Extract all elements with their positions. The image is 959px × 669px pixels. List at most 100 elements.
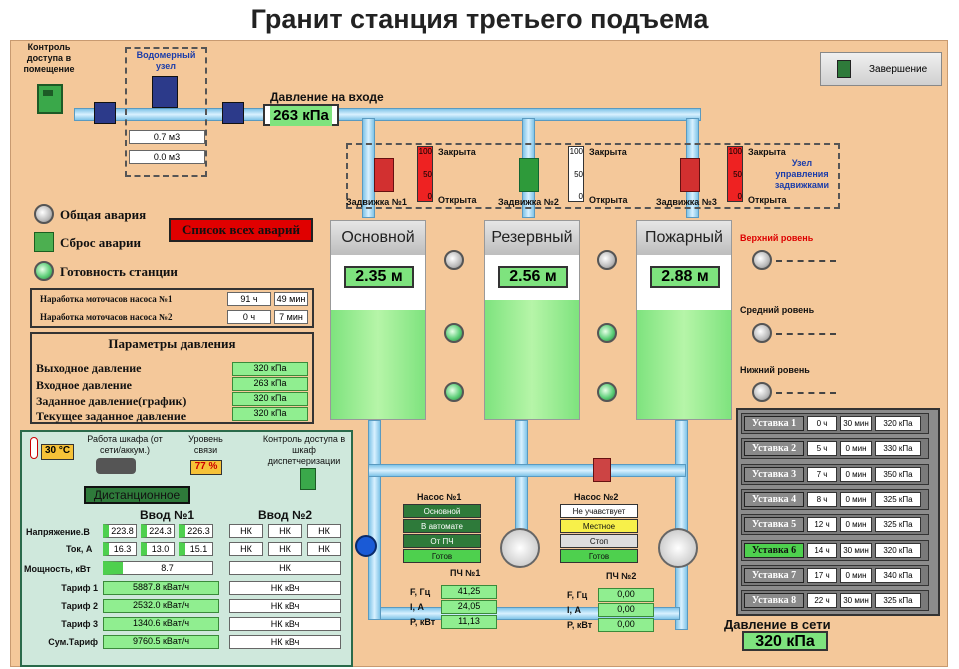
pump2-state: Готов [560,549,638,563]
setpoint-m[interactable]: 0 мин [840,567,872,583]
cabinet-power-label: Работа шкафа (от сети/аккум.) [87,434,163,455]
pch2-f-label: F, Гц [567,590,588,600]
setpoint-m[interactable]: 30 мин [840,416,872,431]
setpoint-p[interactable]: 325 кПа [875,491,921,507]
upper-level-label: Верхний ровень [740,233,814,243]
valve-1-icon[interactable] [374,158,394,192]
lower-level-label: Нижний ровень [740,365,810,375]
tank3-middle-lamp [752,323,772,343]
inlet-pressure-text: 263 кПа [270,106,332,126]
setpoint-h[interactable]: 8 ч [807,491,837,507]
pump2-state: Не учавствует [560,504,638,518]
pressure-row-value: 320 кПа [232,362,308,376]
setpoint-p[interactable]: 325 кПа [875,517,921,533]
valve-2-label: Задвижка №2 [498,197,559,207]
collector-pipe [368,464,686,477]
reset-icon[interactable] [34,232,54,252]
finish-button[interactable]: Завершение [820,52,942,86]
setpoint-p[interactable]: 320 кПа [875,416,921,431]
current1-value: 16.3 [103,542,137,556]
setpoint-m[interactable]: 30 мин [840,593,872,609]
tariff-value-2: НК кВч [229,581,341,595]
pump1-state: Основной [403,504,481,518]
setpoint-m[interactable]: 0 мин [840,517,872,533]
current2-value: НК [268,542,302,556]
remote-mode-button[interactable]: Дистанционное [84,486,190,504]
tariff-value-1: 5887.8 кВат/ч [103,581,219,595]
gauge-label: 50 [574,170,583,179]
setpoint-m[interactable]: 30 мин [840,542,872,558]
setpoint-name: Уставка 5 [744,517,804,533]
pipe-down [515,420,528,540]
tank-reserve-title: Резервный [485,221,579,255]
voltage2-value: НК [229,524,263,538]
setpoint-h[interactable]: 17 ч [807,567,837,583]
valve-node-frame [346,143,840,209]
door-icon[interactable] [37,84,63,114]
inlet-pressure-value: 263 кПа [263,104,339,126]
link-level-label: Уровень связи [188,434,223,455]
meter-node-frame [125,47,207,177]
pch1-p-label: P, кВт [410,617,436,627]
setpoint-p[interactable]: 330 кПа [875,441,921,457]
alarm-list-button[interactable]: Список всех аварий [169,218,313,242]
pch1-i-label: I, А [410,602,425,612]
tariff-value-1: 2532.0 кВат/ч [103,599,219,613]
setpoint-h[interactable]: 0 ч [807,416,837,431]
setpoint-p[interactable]: 350 кПа [875,466,921,482]
cabinet-access-label: Контроль доступа в шкаф диспетчеризации [262,434,346,466]
setpoint-p[interactable]: 340 кПа [875,567,921,583]
tariff-label: Тариф 3 [61,619,98,629]
tank-reserve-level: 2.56 м [498,266,568,288]
setpoint-m[interactable]: 0 мин [840,441,872,457]
reset-alarm-label[interactable]: Сброс аварии [60,235,142,250]
valve-3-open-label: Открыта [748,195,787,205]
setpoint-name: Уставка 2 [744,441,804,457]
setpoint-h[interactable]: 12 ч [807,517,837,533]
setpoint-m[interactable]: 0 мин [840,466,872,482]
pch1-f-value: 41,25 [441,585,497,599]
setpoint-h[interactable]: 22 ч [807,593,837,609]
current2-value: НК [229,542,263,556]
setpoint-h[interactable]: 5 ч [807,441,837,457]
meter-value-2: 0.0 м3 [129,150,205,164]
tank-reserve-fill [485,300,579,419]
setpoint-p[interactable]: 325 кПа [875,593,921,609]
flow-sensor-icon [355,535,377,557]
cabinet-door-icon [300,468,316,490]
gauge-label: 100 [728,147,742,156]
tariff-value-2: НК кВч [229,599,341,613]
pch2-i-label: I, А [567,605,582,615]
link-level-value: 77 % [190,460,222,475]
setpoint-h[interactable]: 14 ч [807,542,837,558]
setpoint-name: Уставка 7 [744,567,804,583]
tank2-lower-lamp [597,382,617,402]
setpoint-p[interactable]: 320 кПа [875,542,921,558]
tariff-value-1: 9760.5 кВат/ч [103,635,219,649]
pump1-state: Готов [403,549,481,563]
setpoint-h[interactable]: 7 ч [807,466,837,482]
pressure-row-label: Текущее заданное давление [36,409,187,423]
tank1-middle-lamp [444,323,464,343]
pressure-row-label: Входное давление [36,378,132,392]
setpoint-m[interactable]: 0 мин [840,491,872,507]
tank3-lower-lamp [752,382,772,402]
pump1-hours-value: 91 ч [227,292,271,306]
valve-2-icon[interactable] [519,158,539,192]
pipe-down [675,420,688,630]
tank-fire-level: 2.88 м [650,266,720,288]
voltage2-value: НК [307,524,341,538]
tank-main-level: 2.35 м [344,266,414,288]
current1-value: 13.0 [141,542,175,556]
meter-value-1: 0.7 м3 [129,130,205,144]
valve-3-closed-label: Закрыта [748,147,786,157]
valve-3-icon[interactable] [680,158,700,192]
